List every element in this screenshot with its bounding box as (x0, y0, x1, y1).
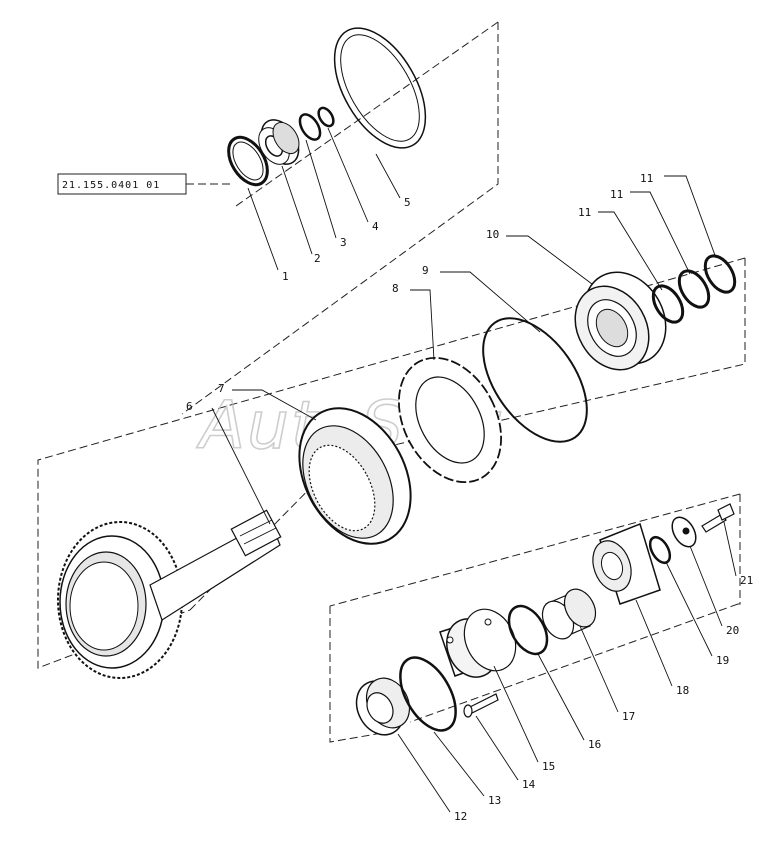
washer-20 (671, 516, 697, 548)
callout-19: 19 (716, 654, 729, 667)
bolt-14 (463, 693, 499, 718)
spacer-sleeve-17 (541, 588, 597, 640)
thrust-washer-5 (333, 27, 427, 149)
roller-bearing-10 (574, 271, 667, 371)
callout-18: 18 (676, 684, 689, 697)
callout-20: 20 (726, 624, 739, 637)
sealing-rings-11 (651, 254, 737, 324)
snap-ring-1 (227, 135, 269, 187)
retaining-ring-3 (298, 113, 322, 141)
callout-16: 16 (588, 738, 601, 751)
callout-7: 7 (218, 382, 225, 395)
callout-17: 17 (622, 710, 635, 723)
callout-13: 13 (488, 794, 501, 807)
callout-11-b: 11 (610, 188, 623, 201)
reference-code: 21.155.0401 01 (62, 180, 160, 191)
callout-labels: 1 2 3 4 5 6 7 8 9 10 11 11 11 12 13 14 1… (186, 172, 753, 823)
callout-11-c: 11 (640, 172, 653, 185)
bearing-cover-15 (439, 608, 517, 678)
reference-box[interactable]: 21.155.0401 01 (57, 173, 187, 195)
callout-3: 3 (340, 236, 347, 249)
friction-disc-8 (398, 356, 502, 484)
callout-15: 15 (542, 760, 555, 773)
callout-12: 12 (454, 810, 467, 823)
retaining-ring-4 (317, 106, 335, 128)
ball-bearing-2 (258, 119, 300, 165)
bolt-21 (701, 503, 735, 533)
flange-yoke-18 (592, 522, 661, 605)
callout-11-a: 11 (578, 206, 591, 219)
snap-ring-9 (482, 317, 588, 443)
callout-5: 5 (404, 196, 411, 209)
ball-bearing-12 (355, 677, 411, 736)
leader-lines (211, 127, 737, 813)
callout-4: 4 (372, 220, 379, 233)
o-ring-13 (399, 656, 457, 732)
callout-2: 2 (314, 252, 321, 265)
callout-6: 6 (186, 400, 193, 413)
clutch-drum-7 (298, 407, 412, 545)
callout-8: 8 (392, 282, 399, 295)
callout-21: 21 (740, 574, 753, 587)
callout-9: 9 (422, 264, 429, 277)
o-ring-19 (648, 535, 672, 565)
callout-1: 1 (282, 270, 289, 283)
callout-14: 14 (522, 778, 536, 791)
shaft-gear-6 (57, 509, 282, 679)
callout-10: 10 (486, 228, 499, 241)
sealing-ring-16 (507, 604, 549, 656)
